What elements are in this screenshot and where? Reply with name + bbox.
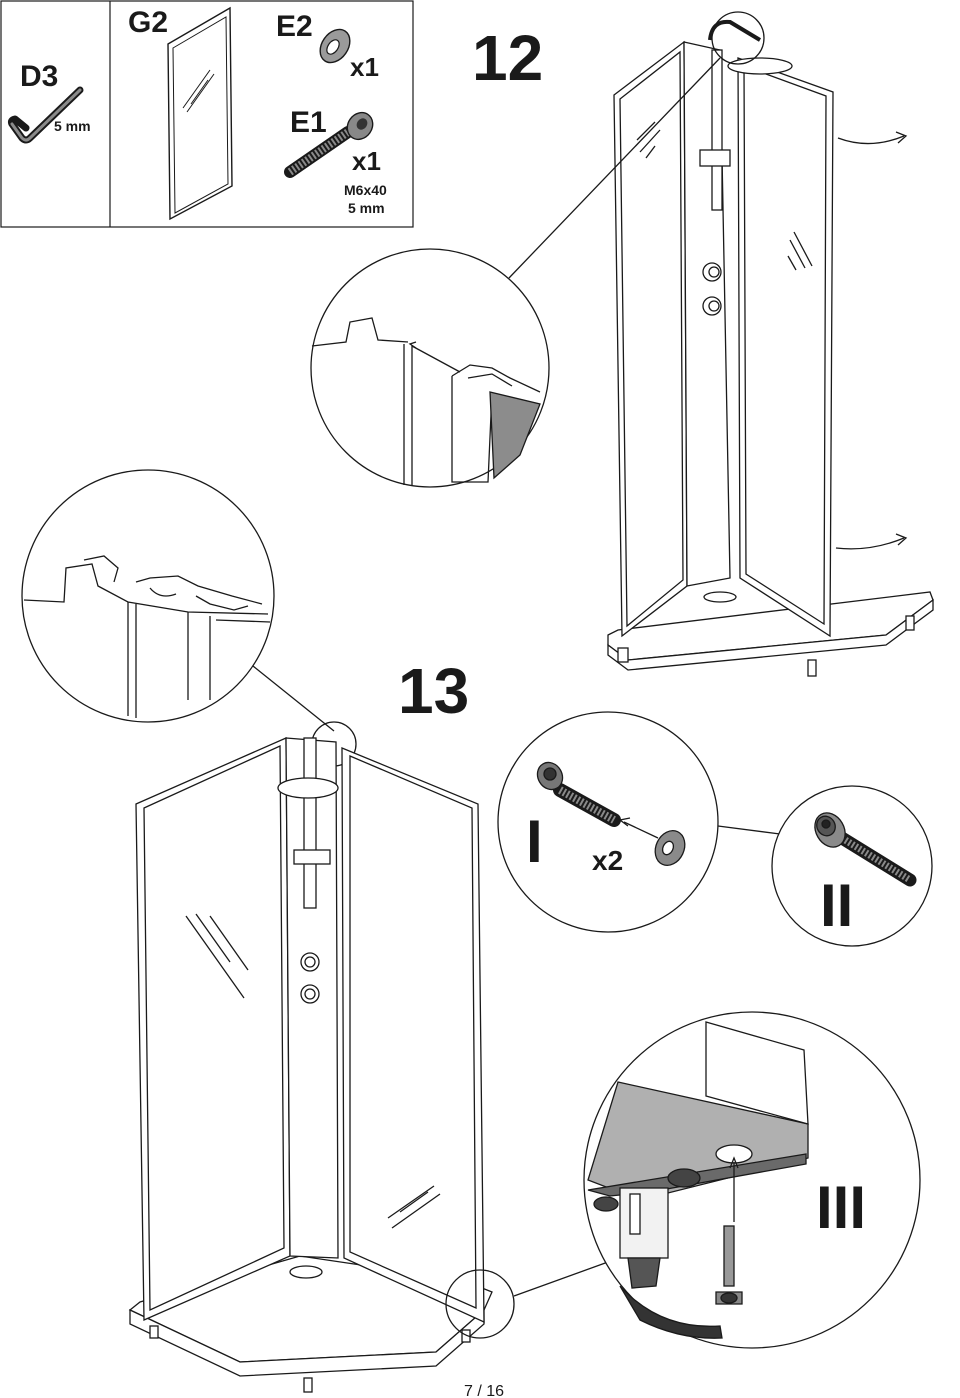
hex-key-icon	[7, 86, 84, 144]
part-code-g2: G2	[128, 6, 168, 39]
detail-circle-iii	[513, 1011, 921, 1349]
leveling-foot-icon	[593, 1168, 723, 1339]
detail-circle-i	[497, 711, 781, 933]
detail-label-iii: III	[816, 1174, 866, 1241]
part-size-d3: 5 mm	[54, 118, 91, 134]
washer-icon	[319, 28, 351, 64]
shower-enclosure-illustration-step13	[128, 737, 515, 1393]
bolt-icon	[536, 761, 621, 827]
bolt-with-washer-icon	[814, 812, 917, 887]
bolt-icon	[715, 1225, 743, 1305]
parts-box: D3 5 mm G2 E2 x1 E1 x1 M6x40 5 mm	[0, 0, 414, 228]
detail-label-ii: II	[820, 872, 853, 939]
profile-detail-icon-step13	[21, 469, 357, 767]
part-code-e2: E2	[276, 10, 313, 43]
page-number: 7 / 16	[464, 1383, 504, 1398]
detail-qty-i: x2	[592, 845, 623, 876]
detail-circle-ii	[771, 785, 933, 947]
profile-detail-icon-step12	[310, 11, 765, 488]
washer-icon	[654, 829, 686, 867]
glass-panel-icon	[167, 6, 233, 221]
part-qty-e2: x1	[350, 52, 379, 82]
part-size-e1: 5 mm	[348, 200, 385, 216]
detail-label-i: I	[526, 808, 543, 875]
bolt-icon	[284, 111, 374, 178]
step-number-12: 12	[472, 22, 543, 94]
shower-enclosure-illustration-step12	[607, 19, 934, 677]
part-spec-e1: M6x40	[344, 182, 387, 198]
part-qty-e1: x1	[352, 146, 381, 176]
part-code-d3: D3	[20, 60, 58, 93]
step-number-13: 13	[398, 655, 469, 727]
part-code-e1: E1	[290, 106, 327, 139]
